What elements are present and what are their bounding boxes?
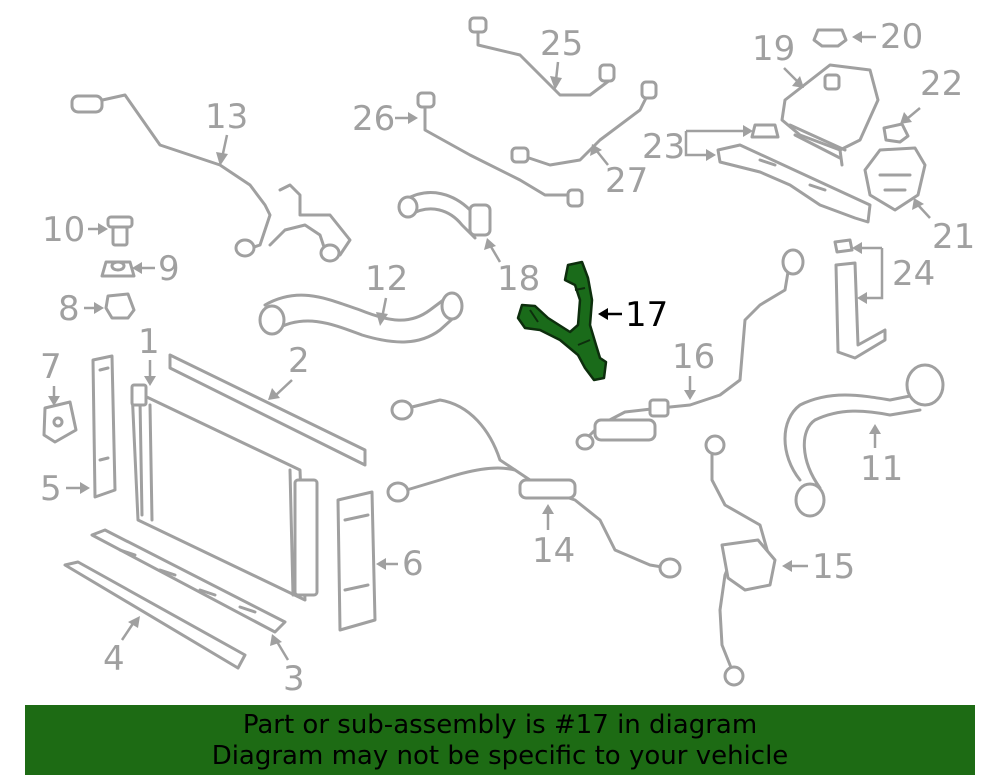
part-23: [716, 123, 872, 224]
arrow-10: [98, 223, 108, 235]
callout-12: 12: [365, 259, 408, 299]
callout-17: 17: [625, 295, 668, 335]
part-6: [336, 490, 377, 632]
callout-18: 18: [497, 259, 540, 299]
part-13: [70, 93, 352, 263]
leader-21: [917, 204, 931, 219]
callout-26: 26: [352, 99, 395, 139]
callout-24: 24: [892, 254, 935, 294]
arrow-23b: [706, 149, 716, 161]
callout-8: 8: [58, 289, 80, 329]
arrow-14: [542, 504, 554, 514]
leader-27: [595, 149, 609, 166]
parts-diagram: 13 10 9 8 12 7 5: [40, 16, 975, 699]
part-17[interactable]: [516, 260, 608, 382]
callout-19: 19: [752, 29, 795, 69]
callout-21: 21: [932, 217, 975, 257]
banner-line-1: Part or sub-assembly is #17 in diagram: [242, 710, 758, 740]
arrow-4: [128, 616, 140, 628]
leader-4: [120, 621, 136, 641]
part-15: [704, 434, 777, 687]
callout-27: 27: [605, 161, 648, 201]
part-2: [168, 353, 367, 467]
part-10: [106, 215, 134, 247]
part-21: [863, 146, 927, 212]
arrow-12: [376, 312, 388, 326]
leader-24: [860, 246, 884, 300]
arrow-26: [408, 112, 418, 124]
leader-25: [554, 61, 560, 81]
callout-14: 14: [532, 531, 575, 571]
leader-23: [684, 129, 745, 157]
arrow-22: [900, 112, 912, 124]
callout-13: 13: [205, 97, 248, 137]
part-9: [100, 260, 136, 278]
leader-22: [907, 107, 921, 119]
part-12: [258, 291, 464, 344]
arrow-5: [80, 482, 90, 494]
callout-7: 7: [40, 347, 62, 387]
callout-10: 10: [42, 210, 85, 250]
arrow-16: [684, 390, 696, 400]
callout-16: 16: [672, 337, 715, 377]
banner-line-2: Diagram may not be specific to your vehi…: [211, 741, 789, 771]
part-7: [42, 400, 78, 444]
arrow-17: [598, 308, 608, 320]
arrow-27: [590, 144, 602, 156]
callout-4: 4: [103, 639, 125, 679]
arrow-1: [144, 376, 156, 386]
arrow-25: [550, 76, 562, 90]
arrow-6: [376, 558, 386, 570]
part-3: [90, 528, 287, 634]
part-14: [386, 398, 682, 579]
callout-2: 2: [288, 341, 310, 381]
arrow-3: [270, 634, 282, 646]
part-11: [783, 363, 945, 518]
arrow-15: [782, 560, 792, 572]
arrow-13: [216, 152, 228, 166]
leader-18: [488, 244, 502, 263]
part-5: [91, 354, 117, 499]
callout-3: 3: [283, 659, 305, 699]
part-19: [780, 63, 880, 167]
part-4: [63, 560, 247, 670]
part-25: [468, 16, 616, 97]
leader-19: [783, 67, 799, 83]
callout-22: 22: [920, 64, 963, 104]
arrow-7: [48, 396, 60, 406]
callout-23: 23: [642, 127, 685, 167]
part-8: [104, 292, 136, 320]
info-banner: Part or sub-assembly is #17 in diagram D…: [25, 705, 975, 775]
part-1: [130, 383, 319, 602]
arrow-24b: [857, 292, 867, 304]
callout-25: 25: [540, 24, 583, 64]
arrow-24a: [852, 242, 862, 254]
part-18: [397, 191, 492, 240]
callout-6: 6: [402, 544, 424, 584]
arrow-9: [132, 262, 142, 274]
arrow-8: [94, 302, 104, 314]
leader-2: [275, 379, 293, 396]
arrow-20: [852, 31, 862, 43]
arrow-11: [869, 424, 881, 434]
callout-1: 1: [138, 322, 160, 362]
arrow-23a: [743, 125, 753, 137]
part-26: [416, 91, 584, 208]
part-20: [812, 28, 848, 48]
part-24: [833, 238, 887, 360]
part-16: [575, 248, 805, 451]
part-22: [882, 122, 910, 144]
part-27: [510, 80, 658, 167]
arrow-2: [268, 388, 280, 400]
arrow-21: [912, 198, 924, 210]
arrow-19: [792, 76, 804, 88]
callout-15: 15: [812, 547, 855, 587]
callout-5: 5: [40, 469, 62, 509]
arrow-18: [484, 238, 496, 250]
callout-9: 9: [158, 249, 180, 289]
callout-20: 20: [880, 17, 923, 57]
callout-11: 11: [860, 449, 903, 489]
